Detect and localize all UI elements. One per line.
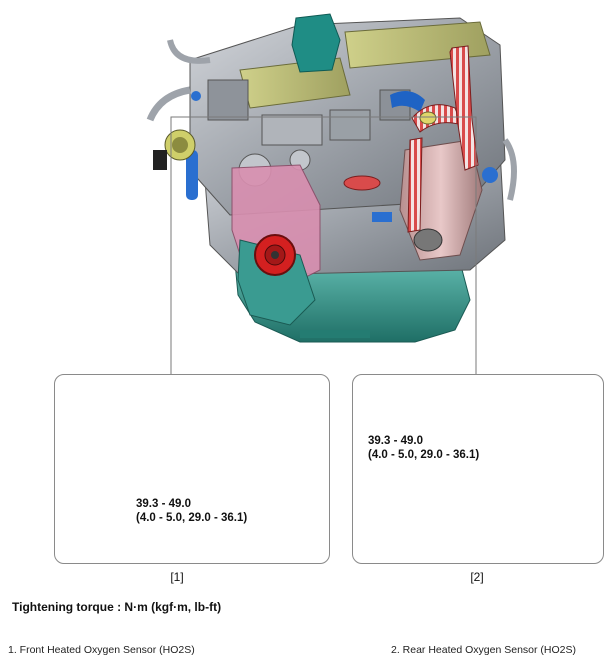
callout-front-sensor: [54, 374, 330, 564]
torque-value-converted: (4.0 - 5.0, 29.0 - 36.1): [368, 449, 480, 461]
torque-value-converted: (4.0 - 5.0, 29.0 - 36.1): [136, 512, 248, 524]
leader-line-2: [430, 116, 477, 374]
leader-line-1: [170, 116, 430, 374]
legend-item-front-sensor: 1. Front Heated Oxygen Sensor (HO2S): [8, 644, 195, 656]
intake-plenum: [291, 13, 341, 73]
torque-value: 39.3 - 49.0: [368, 435, 423, 447]
engine-assembly: [146, 13, 517, 343]
legend-item-rear-sensor: 2. Rear Heated Oxygen Sensor (HO2S): [391, 644, 577, 656]
leader-lines: [170, 116, 477, 374]
callout-rear-sensor: [352, 374, 604, 564]
torque-spec-front: 39.3 - 49.0 (4.0 - 5.0, 29.0 - 36.1): [136, 497, 247, 525]
torque-units-note: Tightening torque : N·m (kgf·m, lb-ft): [12, 600, 222, 614]
callout-tag-2: [2]: [470, 570, 484, 584]
crank-pulley: [254, 234, 296, 276]
torque-value: 39.3 - 49.0: [136, 498, 191, 510]
torque-spec-rear: 39.3 - 49.0 (4.0 - 5.0, 29.0 - 36.1): [368, 434, 479, 462]
callout-tag-1: [1]: [170, 570, 184, 584]
